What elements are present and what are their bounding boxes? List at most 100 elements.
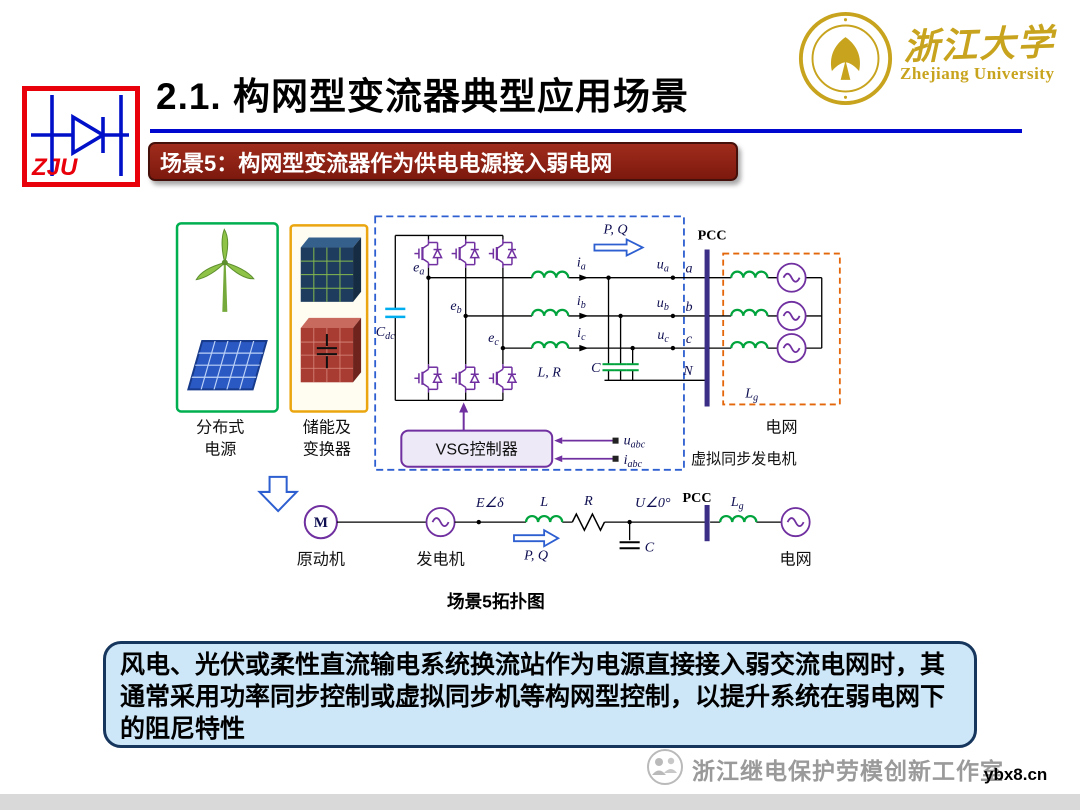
zju-badge-text: ZJU — [31, 154, 78, 180]
label-grid-top: 电网 — [765, 419, 797, 437]
converter-dashed-box — [374, 215, 685, 471]
label-l: L — [539, 494, 548, 510]
current-arrow — [579, 312, 589, 320]
zju-logo: ZJU — [22, 86, 140, 187]
label-pcc-bottom: PCC — [683, 490, 712, 506]
watermark-text: 浙江继电保护劳模创新工作室 — [692, 758, 1004, 784]
page-title: 2.1. 构网型变流器典型应用场景 — [156, 76, 689, 117]
label-ea: ea — [413, 260, 424, 278]
label-uc: uc — [657, 327, 669, 345]
source-label-line2: 电源 — [204, 441, 236, 459]
filter-capacitors — [601, 277, 708, 381]
university-seal-icon — [798, 11, 893, 106]
label-cdc: Cdc — [376, 324, 395, 342]
label-ib: ib — [577, 293, 586, 311]
converter-bridge: Cdc — [376, 234, 518, 402]
label-neutral: N — [682, 363, 694, 379]
line-inductor-icon — [524, 514, 564, 524]
igbt-icon — [450, 238, 480, 269]
label-uabc: uabc — [624, 433, 646, 451]
power-flow-arrow-top — [593, 238, 645, 258]
label-lg-bottom: Lg — [730, 494, 744, 512]
label-pq-bottom: P, Q — [523, 547, 548, 563]
equivalent-circuit: M — [303, 505, 811, 550]
scenario-banner: 场景5：构网型变流器作为供电电源接入弱电网 — [148, 142, 738, 181]
title-underline — [150, 129, 1022, 133]
label-phase-b: b — [685, 299, 692, 315]
storage-label-line2: 变换器 — [303, 441, 351, 459]
label-pq-top: P, Q — [603, 221, 628, 237]
circuit-diagram: 分布式 电源 — [175, 215, 841, 612]
university-name-en: Zhejiang University — [900, 64, 1055, 83]
igbt-icon — [487, 363, 518, 394]
source-label-line1: 分布式 — [196, 419, 244, 437]
grid-inductor-icon — [730, 270, 769, 279]
solar-panel-icon — [187, 340, 268, 391]
igbt-icon — [487, 238, 518, 269]
wind-turbine-icon — [195, 228, 255, 312]
label-pcc-top: PCC — [698, 227, 727, 243]
shunt-capacitor-icon — [619, 522, 640, 550]
zju-logo-icon: ZJU — [31, 95, 129, 180]
label-vsg-caption: 虚拟同步发电机 — [691, 451, 797, 468]
phase-lines — [426, 270, 708, 352]
ac-source-icon — [776, 262, 807, 293]
grid-branches — [709, 262, 823, 364]
label-c-bottom: C — [645, 539, 655, 555]
label-r: R — [583, 493, 593, 509]
down-arrow-icon — [257, 475, 300, 513]
label-u0: U∠0° — [635, 495, 671, 511]
label-phase-c: c — [686, 331, 693, 347]
watermark-logo-icon — [647, 749, 683, 785]
vsg-controller-box — [400, 429, 554, 468]
label-ia: ia — [577, 255, 586, 273]
battery-module-icon — [300, 237, 362, 302]
ac-source-icon — [776, 300, 807, 331]
resistor-icon — [571, 512, 606, 532]
label-grid-bottom: 电网 — [780, 550, 812, 568]
label-ub: ub — [657, 295, 669, 313]
grid-inductor-bottom-icon — [719, 514, 758, 524]
capacitor-module-icon — [300, 317, 362, 383]
label-c-filter: C — [591, 360, 601, 376]
igbt-icon — [413, 363, 443, 394]
label-ua: ua — [657, 257, 669, 275]
grid-dashed-box — [722, 252, 841, 406]
label-iabc: iabc — [624, 452, 643, 470]
capacitor-symbol — [316, 334, 337, 369]
summary-text: 风电、光伏或柔性直流输电系统换流站作为电源直接接入弱交流电网时，其通常采用功率同… — [120, 651, 946, 743]
filter-inductor-icon — [530, 308, 570, 318]
storage-label-line1: 储能及 — [303, 419, 351, 437]
grid-inductor-icon — [730, 308, 769, 318]
vsg-output-arrow — [459, 402, 469, 431]
university-name-cn: 浙江大学 — [902, 22, 1056, 68]
dc-capacitor-icon — [385, 307, 406, 319]
power-flow-arrow-bottom — [513, 528, 561, 548]
generator-icon — [425, 507, 456, 538]
igbt-icon — [450, 363, 480, 394]
current-arrow — [579, 344, 589, 352]
label-e-delta: E∠δ — [475, 495, 504, 511]
label-lg-top: Lg — [744, 385, 758, 403]
label-generator: 发电机 — [416, 550, 464, 568]
site-watermark: ybx8.cn — [984, 765, 1048, 784]
prime-mover-icon — [303, 505, 338, 540]
vsg-controller-label: VSG控制器 — [436, 441, 518, 459]
current-arrow — [579, 274, 589, 281]
distributed-source-box — [175, 222, 279, 413]
ac-source-icon — [776, 333, 807, 364]
label-eb: eb — [450, 298, 461, 316]
topology-caption: 场景5拓扑图 — [447, 592, 545, 612]
label-phase-a: a — [685, 261, 692, 277]
filter-inductor-icon — [530, 340, 570, 350]
grid-inductor-icon — [730, 340, 769, 350]
label-lr: L, R — [536, 364, 561, 380]
storage-box — [289, 224, 369, 413]
label-ic: ic — [577, 325, 586, 343]
summary-box: 风电、光伏或柔性直流输电系统换流站作为电源直接接入弱交流电网时，其通常采用功率同… — [103, 641, 977, 748]
bottom-strip — [0, 794, 1080, 810]
label-ec: ec — [488, 330, 499, 348]
grid-source-icon — [780, 507, 811, 538]
filter-inductor-icon — [530, 270, 570, 279]
